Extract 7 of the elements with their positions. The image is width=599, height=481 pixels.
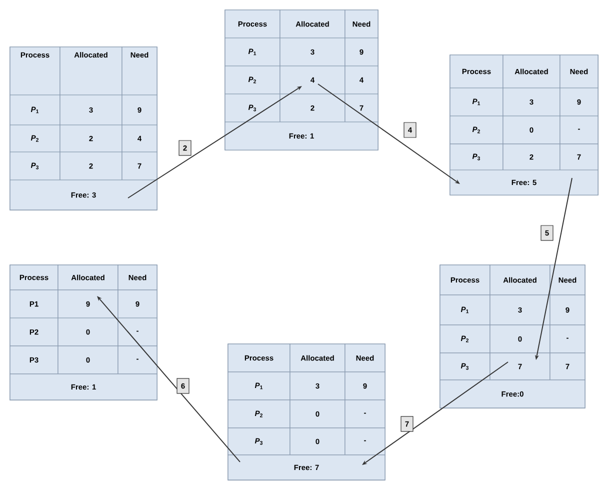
arrow <box>97 296 240 462</box>
data-table <box>10 264 158 400</box>
data-table <box>440 264 586 408</box>
data-table <box>450 54 598 196</box>
data-table <box>10 46 158 210</box>
data-table <box>224 10 378 150</box>
data-table <box>228 344 386 480</box>
